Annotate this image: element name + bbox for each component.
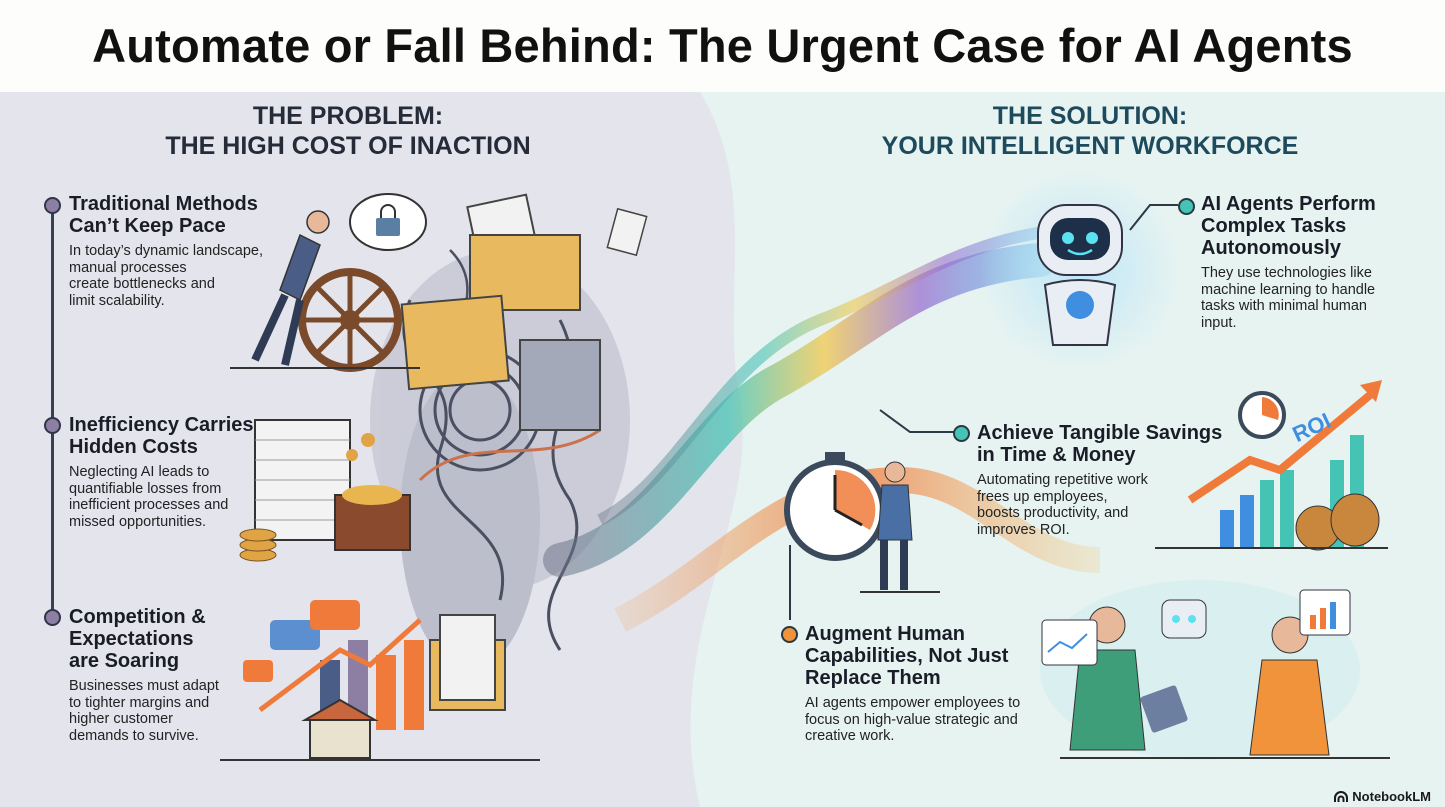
problem-heading-line-1: THE PROBLEM:	[252, 102, 444, 130]
text-line: boosts productivity, and	[977, 505, 1129, 521]
problem-item-2: Inefficiency Carries Hidden Costs Neglec…	[69, 414, 269, 530]
solution-item-1-text: They use technologies like machine learn…	[1201, 265, 1436, 331]
problem-item-3: Competition & Expectations are Soaring B…	[69, 606, 249, 744]
stopwatch-illustration	[784, 452, 940, 593]
text-line: AI agents empower employees to	[805, 695, 1021, 711]
title-line: Can’t Keep Pace	[69, 215, 226, 237]
solution-item-2-text: Automating repetitive work frees up empl…	[977, 472, 1227, 538]
brand-label: NotebookLM	[1352, 789, 1431, 804]
title-line: in Time & Money	[977, 444, 1136, 466]
text-line: inefficient processes and	[69, 497, 229, 513]
collaboration-illustration	[1040, 580, 1390, 760]
text-line: Automating repetitive work	[977, 472, 1148, 488]
text-line: In today’s dynamic landscape,	[69, 243, 263, 259]
text-line: limit scalability.	[69, 292, 165, 309]
text-line: demands to survive.	[69, 727, 199, 744]
text-line: creative work.	[805, 728, 895, 744]
title-line: Inefficiency Carries	[69, 414, 254, 436]
problem-item-3-title: Competition & Expectations are Soaring	[69, 606, 249, 672]
text-line: machine learning to handle	[1201, 281, 1376, 298]
title-line: AI Agents Perform	[1201, 193, 1376, 215]
solution-item-3-text: AI agents empower employees to focus on …	[805, 695, 1045, 745]
solution-item-2-title: Achieve Tangible Savings in Time & Money	[977, 422, 1227, 466]
problem-item-3-text: Businesses must adapt to tighter margins…	[69, 678, 249, 744]
timeline-dot-2	[44, 417, 61, 434]
roi-chart-illustration: ROI	[1155, 380, 1388, 551]
solution-item-1: AI Agents Perform Complex Tasks Autonomo…	[1201, 193, 1436, 331]
title-line: Competition &	[69, 606, 206, 628]
infographic-illustration: ROI	[0, 92, 1445, 807]
solution-dot-1	[1178, 198, 1195, 215]
text-line: create bottlenecks and	[69, 276, 215, 292]
text-line: frees up employees,	[977, 488, 1108, 505]
title-line: Traditional Methods	[69, 193, 258, 215]
problem-heading-line-2: THE HIGH COST OF INACTION	[165, 132, 531, 160]
title-line: Replace Them	[805, 667, 941, 689]
text-line: tasks with minimal human	[1201, 298, 1367, 314]
problem-item-2-title: Inefficiency Carries Hidden Costs	[69, 414, 269, 458]
solution-item-3: Augment Human Capabilities, Not Just Rep…	[805, 623, 1045, 745]
solution-dot-3	[781, 626, 798, 643]
text-line: Neglecting AI leads to	[69, 464, 210, 480]
text-line: focus on high-value strategic and	[805, 711, 1018, 728]
notebooklm-brand: NotebookLM	[1334, 789, 1431, 804]
problem-item-1-title: Traditional Methods Can’t Keep Pace	[69, 193, 269, 237]
wheel-illustration	[230, 193, 427, 372]
title-line: are Soaring	[69, 650, 180, 672]
timeline-dot-3	[44, 609, 61, 626]
text-line: improves ROI.	[977, 521, 1070, 538]
text-line: manual processes	[69, 259, 187, 276]
solution-dot-2	[953, 425, 970, 442]
solution-heading-line-2: YOUR INTELLIGENT WORKFORCE	[881, 132, 1299, 160]
title-line: Achieve Tangible Savings	[977, 422, 1223, 444]
text-line: to tighter margins and	[69, 694, 210, 711]
title-line: Capabilities, Not Just	[805, 645, 1009, 667]
text-line: quantifiable losses from	[69, 480, 222, 497]
robot-illustration	[980, 170, 1180, 370]
problem-item-1-text: In today’s dynamic landscape, manual pro…	[69, 243, 269, 309]
text-line: Businesses must adapt	[69, 678, 219, 694]
solution-heading: THE SOLUTION: YOUR INTELLIGENT WORKFORCE	[860, 101, 1320, 161]
header-bar	[0, 0, 1445, 92]
competition-illustration	[220, 600, 540, 761]
solution-item-1-title: AI Agents Perform Complex Tasks Autonomo…	[1201, 193, 1436, 259]
problem-item-2-text: Neglecting AI leads to quantifiable loss…	[69, 464, 269, 530]
problem-timeline	[51, 205, 54, 618]
text-line: input.	[1201, 314, 1237, 331]
title-line: Augment Human	[805, 623, 965, 645]
text-line: They use technologies like	[1201, 265, 1372, 281]
notebooklm-logo-icon	[1334, 790, 1349, 802]
title-line: Complex Tasks	[1201, 215, 1347, 237]
problem-item-1: Traditional Methods Can’t Keep Pace In t…	[69, 193, 269, 309]
problem-heading: THE PROBLEM: THE HIGH COST OF INACTION	[118, 101, 578, 161]
solution-item-3-title: Augment Human Capabilities, Not Just Rep…	[805, 623, 1045, 689]
text-line: higher customer	[69, 711, 173, 727]
text-line: missed opportunities.	[69, 513, 207, 530]
paper-stack-illustration	[239, 419, 411, 562]
title-line: Expectations	[69, 628, 194, 650]
solution-heading-line-1: THE SOLUTION:	[992, 102, 1188, 130]
title-line: Hidden Costs	[69, 436, 198, 458]
title-line: Autonomously	[1201, 237, 1341, 259]
solution-item-2: Achieve Tangible Savings in Time & Money…	[977, 422, 1227, 538]
timeline-dot-1	[44, 197, 61, 214]
page-title: Automate or Fall Behind: The Urgent Case…	[92, 19, 1353, 72]
data-stream	[543, 243, 1057, 577]
chaos-swirl	[370, 193, 648, 711]
